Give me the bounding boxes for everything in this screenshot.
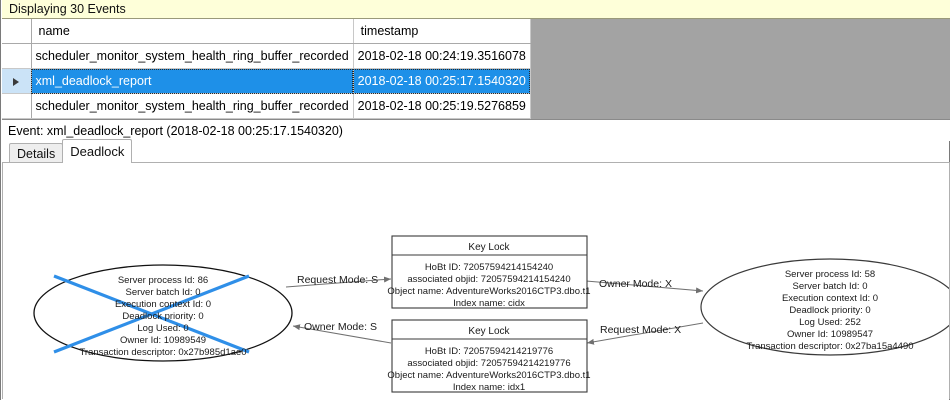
table-row[interactable]: scheduler_monitor_system_health_ring_buf… [2, 43, 531, 69]
events-grid[interactable]: name timestamp scheduler_monitor_system_… [2, 19, 950, 119]
resource-top-line-0: HoBt ID: 72057594214154240 [425, 262, 553, 273]
process-left-line-1: Server batch Id: 0 [126, 287, 201, 298]
resource-node-bottom[interactable]: Key Lock HoBt ID: 72057594214219776 asso… [387, 319, 591, 393]
process-right-line-0: Server process Id: 58 [785, 269, 875, 280]
column-header-name[interactable]: name [31, 19, 354, 44]
edge-right-owner-top: Owner Mode: X [585, 278, 704, 294]
row-selector-cell[interactable] [2, 93, 32, 119]
process-right-line-3: Deadlock priority: 0 [789, 305, 870, 316]
current-row-arrow-icon [13, 77, 20, 86]
edge-label-right-owner-top: Owner Mode: X [599, 278, 672, 290]
resource-bottom-line-3: Index name: idx1 [453, 382, 525, 393]
events-table: name timestamp scheduler_monitor_system_… [2, 19, 531, 119]
cell-timestamp[interactable]: 2018-02-18 00:24:19.3516078 [353, 43, 531, 69]
cell-name[interactable]: scheduler_monitor_system_health_ring_buf… [31, 93, 354, 119]
cell-timestamp[interactable]: 2018-02-18 00:25:17.1540320 [353, 68, 531, 94]
events-status-banner: Displaying 30 Events [2, 0, 950, 19]
table-header-row: name timestamp [2, 19, 531, 44]
process-node-right[interactable]: Server process Id: 58 Server batch Id: 0… [700, 258, 949, 356]
resource-top-title: Key Lock [468, 242, 510, 253]
process-left-line-6: Transaction descriptor: 0x27b985d1ae0 [79, 347, 246, 358]
event-detail-title: Event: xml_deadlock_report (2018-02-18 0… [8, 123, 343, 138]
tab-deadlock[interactable]: Deadlock [62, 139, 133, 163]
edge-right-request-bottom: Request Mode: X [586, 322, 704, 345]
deadlock-graph-canvas[interactable]: Request Mode: S Owner Mode: X Owner Mode… [2, 162, 950, 399]
deadlock-victim-cross-icon [53, 274, 250, 354]
edge-label-left-owner-bottom: Owner Mode: S [304, 321, 377, 333]
process-node-left[interactable]: Server process Id: 86 Server batch Id: 0… [33, 264, 293, 362]
edge-label-right-request-bottom: Request Mode: X [600, 324, 681, 336]
cell-name[interactable]: scheduler_monitor_system_health_ring_buf… [31, 43, 354, 69]
process-left-line-0: Server process Id: 86 [118, 275, 208, 286]
table-row[interactable]: xml_deadlock_report 2018-02-18 00:25:17.… [2, 68, 531, 94]
event-detail-header: Event: xml_deadlock_report (2018-02-18 0… [2, 119, 950, 141]
events-table-body: scheduler_monitor_system_health_ring_buf… [2, 43, 531, 119]
column-header-timestamp[interactable]: timestamp [353, 19, 531, 44]
process-left-line-2: Execution context Id: 0 [115, 299, 211, 310]
edge-left-request-top: Request Mode: S [285, 274, 392, 288]
resource-top-line-3: Index name: cidx [453, 298, 525, 309]
row-selector-cell[interactable] [2, 68, 32, 94]
resource-node-top[interactable]: Key Lock HoBt ID: 72057594214154240 asso… [387, 235, 591, 309]
edge-label-left-request-top: Request Mode: S [297, 274, 378, 286]
resource-bottom-line-2: Object name: AdventureWorks2016CTP3.dbo.… [387, 370, 590, 381]
process-left-line-3: Deadlock priority: 0 [122, 311, 203, 322]
process-right-line-6: Transaction descriptor: 0x27ba15a4490 [746, 341, 913, 352]
row-selector-cell[interactable] [2, 43, 32, 69]
process-left-line-4: Log Used: 0 [137, 323, 188, 334]
cell-name[interactable]: xml_deadlock_report [31, 68, 354, 94]
column-header-selector [2, 19, 32, 44]
resource-bottom-title: Key Lock [468, 326, 510, 337]
resource-bottom-line-1: associated objid: 72057594214219776 [407, 358, 570, 369]
edge-left-owner-bottom: Owner Mode: S [292, 321, 392, 344]
table-row[interactable]: scheduler_monitor_system_health_ring_buf… [2, 93, 531, 119]
resource-bottom-line-0: HoBt ID: 72057594214219776 [425, 346, 553, 357]
events-status-text: Displaying 30 Events [9, 2, 126, 16]
process-right-line-5: Owner Id: 10989547 [787, 329, 873, 340]
process-left-line-5: Owner Id: 10989549 [120, 335, 206, 346]
process-right-line-4: Log Used: 252 [799, 317, 861, 328]
process-right-line-2: Execution context Id: 0 [782, 293, 878, 304]
detail-tabstrip: Details Deadlock [2, 139, 950, 163]
tab-details[interactable]: Details [9, 142, 64, 163]
process-right-line-1: Server batch Id: 0 [793, 281, 868, 292]
resource-top-line-2: Object name: AdventureWorks2016CTP3.dbo.… [387, 286, 590, 297]
resource-top-line-1: associated objid: 72057594214154240 [407, 274, 570, 285]
cell-timestamp[interactable]: 2018-02-18 00:25:19.5276859 [353, 93, 531, 119]
